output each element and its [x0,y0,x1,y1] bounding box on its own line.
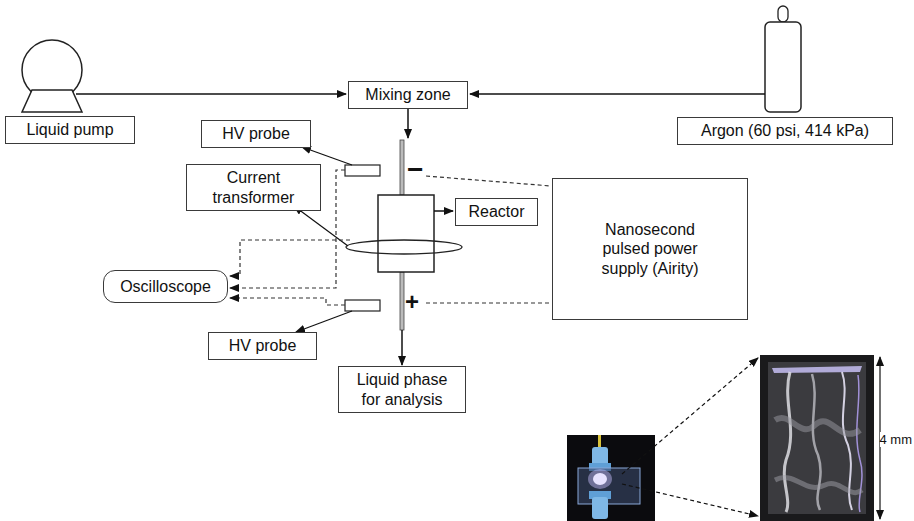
label-box: HV probe [208,332,317,360]
current-transformer-ring [346,240,462,254]
leader-line [434,210,453,212]
discharge-photo [760,355,874,521]
signal-line [230,240,350,276]
dimension-label: 4 mm [880,432,913,447]
node-text: Current transformer [198,168,310,206]
electrode-tube [400,272,404,330]
label-box: Reactor [455,198,538,226]
flow-line [407,108,409,138]
reactor-photo [567,435,655,521]
node-text: HV probe [222,124,290,143]
leader-line [296,311,352,332]
polarity-sign: − [407,156,423,184]
device-box: Oscilloscope [103,270,228,303]
node-text: Oscilloscope [120,277,211,296]
signal-line [230,298,345,305]
node-text: Liquid pump [26,120,113,139]
label-box: HV probe [201,120,311,148]
label-box: Current transformer [186,164,321,211]
flow-line [76,93,346,95]
reactor-body [378,195,434,272]
gas-cylinder [765,6,801,112]
pump-icon [22,40,82,112]
node-text: Mixing zone [365,85,450,104]
leader-line [302,147,352,165]
node-text: Reactor [468,202,524,221]
electrode-tube [400,140,404,195]
probe-sensor [345,300,380,311]
zoom-line [622,484,758,516]
probe-sensor [345,165,380,176]
node-text: Liquid phase for analysis [347,370,457,408]
zoom-line [622,358,758,474]
hv-wire [426,302,551,303]
node-text: Nanosecond pulsed power supply (Airity) [588,220,713,278]
polarity-sign: + [405,290,419,314]
label-box: Liquid pump [5,116,135,144]
device-box: Nanosecond pulsed power supply (Airity) [552,178,748,320]
hv-wire [426,176,551,186]
label-box: Argon (60 psi, 414 kPa) [677,117,893,145]
flow-line [470,93,765,95]
node-text: HV probe [229,336,297,355]
process-box: Liquid phase for analysis [338,366,466,413]
node-text: Argon (60 psi, 414 kPa) [701,121,869,140]
process-box: Mixing zone [348,81,468,109]
flow-line [401,330,403,365]
